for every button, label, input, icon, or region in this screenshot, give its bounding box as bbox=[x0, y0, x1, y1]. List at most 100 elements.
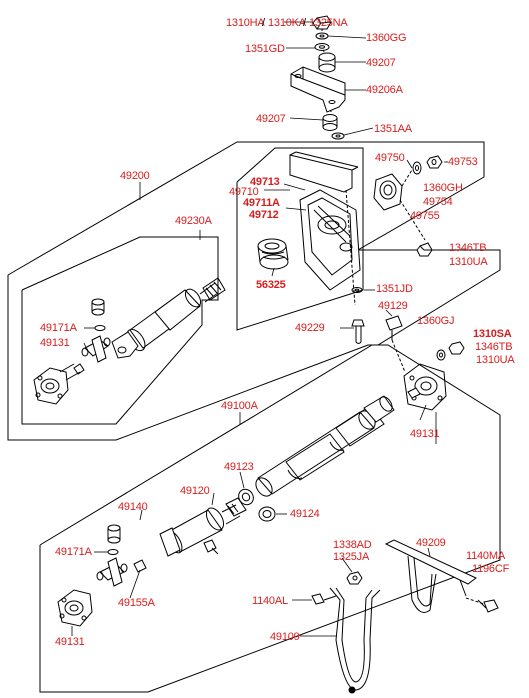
label-1351aa: 1351AA bbox=[374, 123, 412, 135]
label-1310sa: 1310SA bbox=[473, 328, 512, 340]
label-1140al: 1140AL bbox=[252, 595, 288, 607]
assembly-outline-49200 bbox=[7, 141, 501, 441]
label-1310ka: 1310KA bbox=[268, 17, 306, 29]
strap-49109-icon bbox=[329, 587, 381, 691]
slip-yoke-49230a-icon bbox=[111, 277, 226, 359]
bolt-49129-icon bbox=[385, 315, 403, 340]
bolt-1140ma-icon bbox=[477, 599, 499, 613]
dust-boot-49123-icon bbox=[238, 488, 254, 506]
label-1351jd: 1351JD bbox=[376, 283, 413, 295]
label-49713: 49713 bbox=[250, 176, 280, 188]
label-49171a-upper: 49171A bbox=[40, 322, 77, 334]
grease-fitting-2-icon bbox=[203, 539, 219, 555]
flange-yoke-49131-bottom-icon bbox=[57, 589, 93, 627]
label-49206a: 49206A bbox=[366, 84, 403, 96]
label-1325ja: 1325JA bbox=[333, 551, 370, 563]
cap-49171a-icon bbox=[91, 298, 105, 316]
label-49750: 49750 bbox=[375, 152, 405, 164]
label-49140: 49140 bbox=[118, 501, 148, 513]
assembly-outline-49100a bbox=[39, 344, 501, 693]
rubber-insulator-56325-icon bbox=[257, 238, 289, 270]
flange-yoke-49131-left-icon bbox=[33, 363, 81, 405]
label-1325na: 1325NA bbox=[309, 17, 348, 29]
snap-ring-2-icon bbox=[107, 549, 119, 555]
label-49129: 49129 bbox=[378, 300, 408, 312]
label-49100a: 49100A bbox=[221, 400, 258, 412]
label-49711a: 49711A bbox=[243, 197, 280, 209]
bracket-49206a-icon bbox=[290, 66, 346, 113]
assembly-outline-49230a bbox=[21, 236, 219, 425]
label-49155a: 49155A bbox=[118, 597, 155, 609]
label-1338ad: 1338AD bbox=[333, 539, 372, 551]
grease-fitting-icon bbox=[73, 363, 85, 375]
nut-1338ad-icon bbox=[346, 571, 363, 585]
rubber-mount-upper-icon bbox=[318, 52, 336, 73]
bracket-49209-icon bbox=[384, 539, 477, 613]
label-1351gd: 1351GD bbox=[245, 43, 285, 55]
label-49229: 49229 bbox=[295, 322, 325, 334]
assembly-outline-49710 bbox=[236, 147, 364, 331]
grease-fitting-3-icon bbox=[133, 559, 147, 573]
label-49124: 49124 bbox=[290, 508, 320, 520]
label-49120: 49120 bbox=[180, 485, 210, 497]
label-49230a: 49230A bbox=[175, 215, 212, 227]
label-1310ha: 1310HA bbox=[226, 17, 265, 29]
label-49131-right: 49131 bbox=[410, 428, 440, 440]
label-49754: 49754 bbox=[423, 196, 453, 208]
nut-1310sa-icon bbox=[448, 341, 465, 355]
label-1360gj: 1360GJ bbox=[417, 315, 455, 327]
title-separator-2: / bbox=[303, 17, 307, 29]
spider-cross-2-icon bbox=[96, 557, 128, 587]
spider-cross-icon bbox=[81, 335, 111, 363]
label-49123: 49123 bbox=[224, 461, 254, 473]
bearing-49750-icon bbox=[373, 173, 403, 211]
washer-lower-icon bbox=[331, 132, 345, 140]
label-56325: 56325 bbox=[256, 279, 286, 291]
washer-49754-icon bbox=[412, 161, 422, 175]
slip-yoke-49120-icon bbox=[159, 497, 247, 557]
label-1310ua-lower: 1310UA bbox=[476, 354, 515, 366]
label-1346tb-lower: 1346TB bbox=[475, 341, 513, 353]
label-49755: 49755 bbox=[410, 210, 440, 222]
label-1360gh: 1360GH bbox=[423, 182, 463, 194]
label-49109: 49109 bbox=[270, 631, 300, 643]
washer-1351jd-icon bbox=[351, 287, 363, 293]
label-49207-upper: 49207 bbox=[366, 57, 396, 69]
label-49712: 49712 bbox=[249, 209, 279, 221]
label-1360gg: 1360GG bbox=[366, 32, 407, 44]
title-separator-1: / bbox=[262, 17, 266, 29]
washer-upper-icon bbox=[314, 43, 330, 51]
label-49209: 49209 bbox=[416, 537, 446, 549]
label-49131-left: 49131 bbox=[40, 337, 70, 349]
label-49200: 49200 bbox=[120, 170, 150, 182]
ring-49124-icon bbox=[258, 506, 276, 522]
washer-1360gj-icon bbox=[436, 349, 446, 361]
label-1140ma: 1140MA bbox=[466, 550, 505, 562]
label-49131-bottom: 49131 bbox=[55, 636, 85, 648]
label-49171a-lower: 49171A bbox=[55, 546, 92, 558]
bolt-1140al-icon bbox=[311, 593, 337, 605]
flange-yoke-49131-right-icon bbox=[403, 363, 447, 411]
cap-49140-icon bbox=[107, 524, 121, 544]
spider-small-icon bbox=[407, 387, 421, 399]
label-1196cf: 1196CF bbox=[472, 563, 510, 575]
nut-1346tb-icon bbox=[416, 242, 433, 257]
label-1310ua-upper: 1310UA bbox=[449, 256, 488, 268]
nut-top-icon bbox=[312, 15, 332, 30]
spring-washer-icon bbox=[315, 32, 329, 40]
label-49207-lower: 49207 bbox=[256, 113, 286, 125]
label-1346tb-upper: 1346TB bbox=[449, 242, 487, 254]
snap-ring-icon bbox=[94, 325, 106, 331]
leader-lines bbox=[71, 21, 448, 637]
bolt-49229-icon bbox=[351, 319, 365, 344]
label-49753: 49753 bbox=[448, 156, 478, 168]
center-bearing-housing-icon bbox=[299, 189, 361, 291]
nut-49753-icon bbox=[426, 155, 443, 169]
rubber-mount-lower-icon bbox=[322, 114, 338, 131]
label-49710: 49710 bbox=[229, 186, 259, 198]
propeller-shaft-tube-icon bbox=[255, 395, 395, 497]
page-dot bbox=[348, 686, 356, 694]
bracket-49713-icon bbox=[289, 151, 359, 193]
